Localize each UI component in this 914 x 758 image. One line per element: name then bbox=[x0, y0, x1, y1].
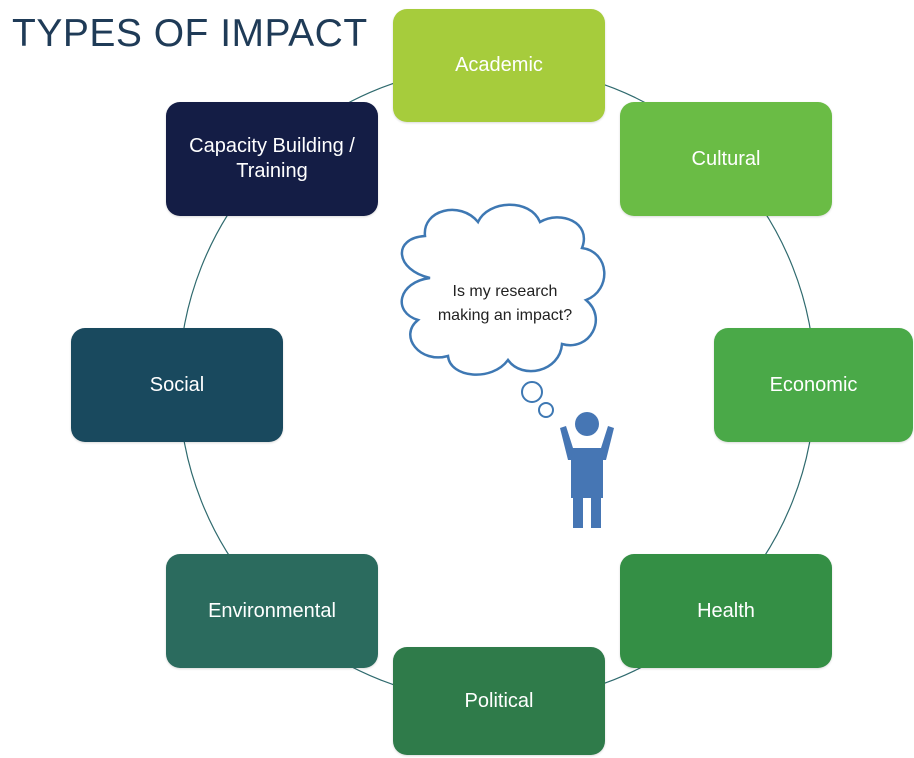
node-social: Social bbox=[71, 328, 283, 442]
node-academic: Academic bbox=[393, 9, 605, 122]
thought-cloud-icon bbox=[400, 203, 606, 418]
node-label-cultural: Cultural bbox=[691, 147, 761, 170]
cloud-shape bbox=[400, 203, 606, 376]
node-cultural: Cultural bbox=[620, 102, 832, 216]
thought-bubble-large bbox=[521, 381, 543, 403]
page-title: TYPES OF IMPACT bbox=[12, 12, 368, 55]
node-label-capacity-building: Capacity Building / Training bbox=[189, 135, 355, 182]
node-label-academic: Academic bbox=[455, 54, 543, 76]
person-body bbox=[560, 426, 614, 528]
node-label-economic: Economic bbox=[769, 373, 858, 396]
thought-text: Is my research making an impact? bbox=[437, 283, 573, 324]
node-label-environmental: Environmental bbox=[208, 599, 336, 622]
node-political: Political bbox=[393, 647, 605, 755]
person-icon bbox=[560, 412, 614, 528]
node-economic: Economic bbox=[714, 328, 913, 442]
node-health: Health bbox=[620, 554, 832, 668]
node-label-social: Social bbox=[149, 373, 205, 396]
node-label-health: Health bbox=[697, 599, 755, 622]
thought-bubble-small bbox=[538, 402, 554, 418]
node-capacity-building: Capacity Building / Training bbox=[166, 102, 378, 216]
node-environmental: Environmental bbox=[166, 554, 378, 668]
node-label-political: Political bbox=[464, 689, 534, 712]
person-head bbox=[575, 412, 599, 436]
